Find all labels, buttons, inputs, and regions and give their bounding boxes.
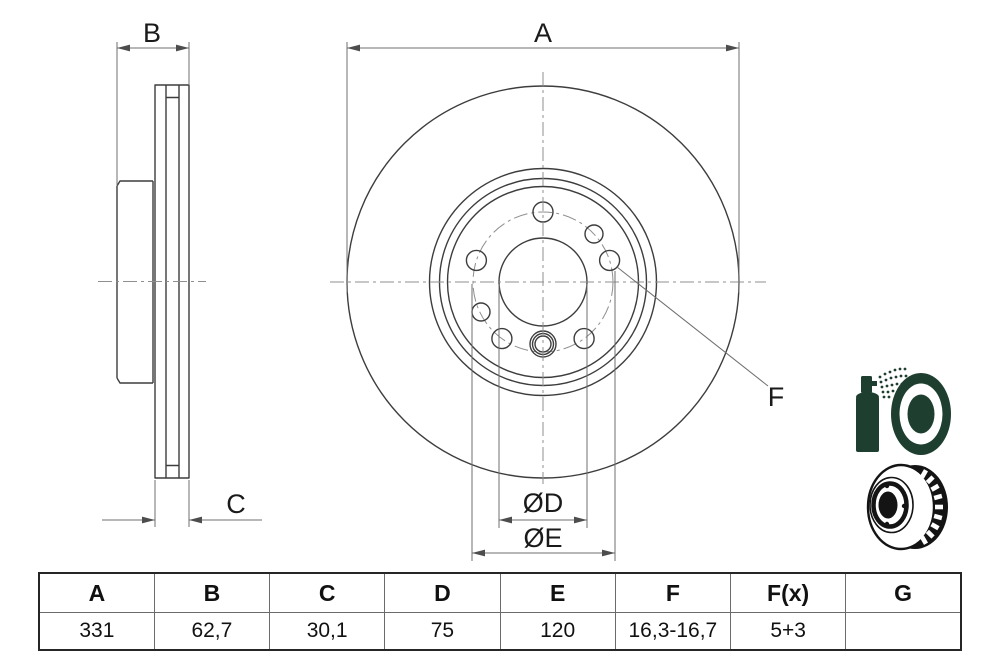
spec-value-g [845,612,962,651]
spec-value-f: 16,3-16,7 [614,612,732,651]
spec-value-c: 30,1 [268,612,386,651]
spec-value-d: 75 [384,612,501,651]
dimension-d: ØD [498,284,588,528]
spec-table-header-b: B [153,572,271,613]
spec-table-header-a: A [38,572,155,613]
spec-table-header-fx: F(x) [729,572,847,613]
spec-value-a: 331 [38,612,155,651]
vented-disc-bore [878,491,898,519]
spray-can-nozzle [872,381,877,386]
dimension-f: F [616,266,785,412]
coated-disc-hub-group [892,375,947,453]
spec-table: A B C D E F F(x) G 331 62,7 30,1 75 120 … [38,572,962,651]
dimension-a: A [346,18,740,293]
spec-table-header-row: A B C D E F F(x) G [38,572,962,613]
spec-table-header-d: D [384,572,501,613]
technical-drawing: B C [98,18,784,561]
dimension-b: B [116,18,190,186]
vented-brake-disc-icon [866,463,948,551]
dimension-label-f: F [768,382,785,412]
coated-disc-hub [907,394,935,434]
spray-can-body [856,397,879,452]
vented-disc-bore-group [878,483,907,527]
spec-value-fx: 5+3 [729,612,847,651]
side-view-hat [116,180,154,384]
spec-value-b: 62,7 [153,612,271,651]
spec-table-header-f: F [614,572,732,613]
dimension-label-e: ØE [523,523,562,553]
spray-can-coated-disc-icon [856,367,951,455]
dimension-label-b: B [143,18,161,48]
front-view: A ØD ØE F [330,18,784,561]
dimension-label-d: ØD [523,488,564,518]
dimension-c: C [102,480,262,527]
spec-table-header-e: E [499,572,616,613]
dimension-label-c: C [226,489,246,519]
dimension-label-a: A [534,18,552,48]
spec-value-e: 120 [499,612,616,651]
side-view: B C [98,18,262,527]
vented-disc-vent-slots [920,469,943,545]
spec-table-value-row: 331 62,7 30,1 75 120 16,3-16,7 5+3 [38,612,962,651]
spec-table-header-c: C [268,572,386,613]
spec-table-header-g: G [845,572,962,613]
spray-mist-dots [878,367,908,399]
spray-can-cap [861,376,872,393]
dimension-e: ØE [471,271,616,561]
